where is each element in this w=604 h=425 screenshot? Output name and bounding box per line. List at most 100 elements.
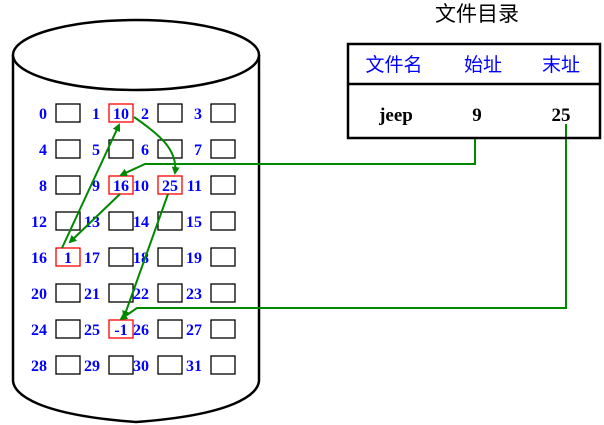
block-number: 7 bbox=[194, 142, 202, 159]
free-block-box bbox=[157, 103, 183, 123]
header-end-address: 末址 bbox=[542, 54, 580, 76]
block-number: 10 bbox=[133, 178, 149, 195]
free-block-box bbox=[210, 103, 236, 123]
block-number: 29 bbox=[84, 358, 100, 375]
block-number: 19 bbox=[186, 250, 202, 267]
header-filename: 文件名 bbox=[365, 54, 422, 76]
block-number: 23 bbox=[186, 286, 202, 303]
free-block-box bbox=[157, 283, 183, 303]
disk-block: 4 bbox=[39, 139, 81, 159]
disk-block: 16 1 bbox=[31, 247, 81, 267]
block-number: 20 bbox=[31, 286, 47, 303]
disk-block: 8 bbox=[39, 175, 81, 195]
block-number: 5 bbox=[92, 142, 100, 159]
block-number: 3 bbox=[194, 106, 202, 123]
file-directory: 文件目录 文件名 始址 末址 jeep 9 25 bbox=[346, 2, 602, 140]
block-number: 27 bbox=[186, 322, 202, 339]
disk-block: 20 bbox=[31, 283, 81, 303]
free-block-box bbox=[55, 283, 81, 303]
cell-end-address: 25 bbox=[552, 105, 571, 126]
disk-block: 27 bbox=[186, 319, 236, 339]
free-block-box bbox=[55, 355, 81, 375]
free-block-box bbox=[55, 319, 81, 339]
disk-block: 23 bbox=[186, 283, 236, 303]
disk-block: 1 10 bbox=[92, 103, 134, 123]
disk-block: 15 bbox=[186, 211, 236, 231]
disk-block: 11 bbox=[187, 175, 236, 195]
disk-block: 2 bbox=[141, 103, 183, 123]
arrow-block-1-to-10 bbox=[133, 116, 180, 175]
arrow-block-16-to-1 bbox=[61, 123, 121, 249]
block-next-pointer: -1 bbox=[114, 322, 127, 339]
block-number: 8 bbox=[39, 178, 47, 195]
block-number: 26 bbox=[133, 322, 149, 339]
used-block-box bbox=[157, 175, 183, 195]
block-number: 24 bbox=[31, 322, 47, 339]
used-block-box bbox=[108, 103, 134, 123]
block-number: 25 bbox=[84, 322, 100, 339]
arrow-dir-start-to-block-9 bbox=[119, 138, 476, 177]
block-number: 11 bbox=[187, 178, 202, 195]
pointer-arrows bbox=[61, 116, 567, 321]
free-block-box bbox=[157, 355, 183, 375]
disk-block: 18 bbox=[133, 247, 183, 267]
disk-block: 21 bbox=[84, 283, 134, 303]
block-next-pointer: 1 bbox=[64, 250, 72, 267]
disk-block: 31 bbox=[186, 355, 236, 375]
free-block-box bbox=[210, 283, 236, 303]
disk-block: 19 bbox=[186, 247, 236, 267]
free-block-box bbox=[108, 139, 134, 159]
disk-block: 17 bbox=[84, 247, 134, 267]
block-next-pointer: 16 bbox=[113, 178, 129, 195]
free-block-box bbox=[210, 319, 236, 339]
block-next-pointer: 10 bbox=[113, 106, 129, 123]
directory-title: 文件目录 bbox=[435, 2, 519, 26]
disk-block: 30 bbox=[133, 355, 183, 375]
disk-block: 6 bbox=[141, 139, 183, 159]
block-number: 4 bbox=[39, 142, 47, 159]
disk-block: 7 bbox=[194, 139, 236, 159]
disk-block: 25 -1 bbox=[84, 319, 134, 339]
block-number: 16 bbox=[31, 250, 47, 267]
block-number: 17 bbox=[84, 250, 100, 267]
block-number: 22 bbox=[133, 286, 149, 303]
block-number: 0 bbox=[39, 106, 47, 123]
free-block-box bbox=[55, 139, 81, 159]
block-number: 12 bbox=[31, 214, 47, 231]
disk-block: 22 bbox=[133, 283, 183, 303]
header-start-address: 始址 bbox=[464, 54, 502, 76]
disk-block: 26 bbox=[133, 319, 183, 339]
block-number: 30 bbox=[133, 358, 149, 375]
disk-block: 29 bbox=[84, 355, 134, 375]
arrow-block-10-to-25 bbox=[122, 193, 169, 319]
directory-table bbox=[346, 42, 602, 140]
free-block-box bbox=[55, 211, 81, 231]
free-block-box bbox=[108, 247, 134, 267]
disk-block: 24 bbox=[31, 319, 81, 339]
arrow-block-9-to-16 bbox=[68, 193, 121, 244]
block-number: 14 bbox=[133, 214, 149, 231]
cylinder-top bbox=[11, 18, 261, 92]
disk-block: 5 bbox=[92, 139, 134, 159]
used-block-box bbox=[55, 247, 81, 267]
free-block-box bbox=[210, 211, 236, 231]
disk-block: 3 bbox=[194, 103, 236, 123]
block-number: 6 bbox=[141, 142, 149, 159]
free-block-box bbox=[157, 319, 183, 339]
block-number: 1 bbox=[92, 106, 100, 123]
free-block-box bbox=[157, 247, 183, 267]
block-next-pointer: 25 bbox=[162, 178, 178, 195]
free-block-box bbox=[55, 103, 81, 123]
free-block-box bbox=[210, 247, 236, 267]
free-block-box bbox=[210, 139, 236, 159]
free-block-box bbox=[210, 355, 236, 375]
disk-block: 10 25 bbox=[133, 175, 183, 195]
block-number: 28 bbox=[31, 358, 47, 375]
free-block-box bbox=[210, 175, 236, 195]
block-number: 9 bbox=[92, 178, 100, 195]
free-block-box bbox=[108, 355, 134, 375]
disk-block: 9 16 bbox=[92, 175, 134, 195]
block-number: 2 bbox=[141, 106, 149, 123]
